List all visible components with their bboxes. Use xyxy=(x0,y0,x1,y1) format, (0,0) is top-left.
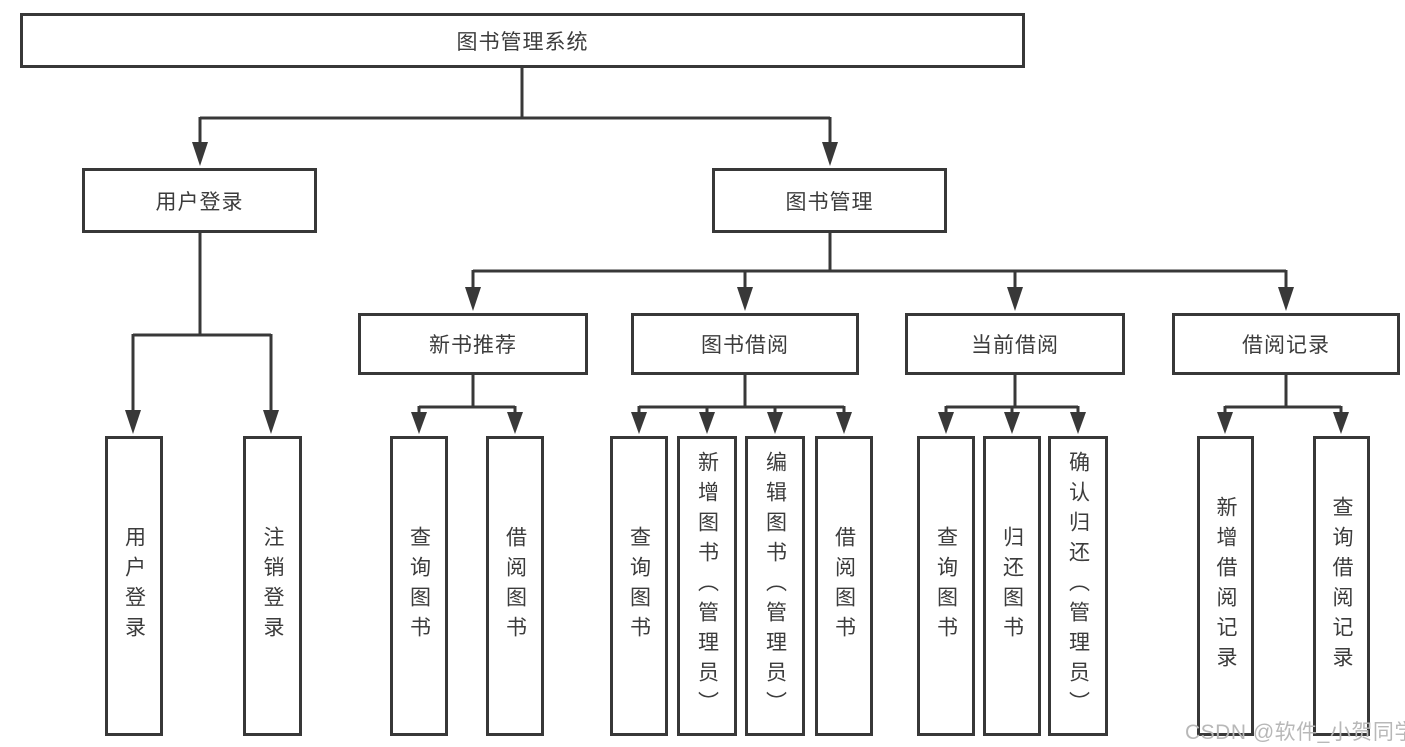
leaf-edit-book-admin-label: 编辑图书（管理员） xyxy=(763,451,787,721)
node-borrow-records: 借阅记录 xyxy=(1172,313,1400,375)
leaf-add-book-admin: 新增图书（管理员） xyxy=(677,436,737,736)
leaf-return-book: 归还图书 xyxy=(983,436,1041,736)
node-user-login: 用户登录 xyxy=(82,168,317,233)
leaf-add-book-admin-label: 新增图书（管理员） xyxy=(695,451,719,721)
node-new-book-recommend-label: 新书推荐 xyxy=(429,334,517,357)
leaf-borrow-books-borrow-label: 借阅图书 xyxy=(832,526,856,646)
leaf-query-books-newbook: 查询图书 xyxy=(390,436,448,736)
leaf-query-books-borrow: 查询图书 xyxy=(610,436,668,736)
leaf-return-book-label: 归还图书 xyxy=(1000,526,1024,646)
leaf-confirm-return-admin-label: 确认归还（管理员） xyxy=(1066,451,1090,721)
node-book-borrow-label: 图书借阅 xyxy=(701,334,789,357)
node-book-borrow: 图书借阅 xyxy=(631,313,859,375)
node-new-book-recommend: 新书推荐 xyxy=(358,313,588,375)
leaf-query-books-borrow-label: 查询图书 xyxy=(627,526,651,646)
leaf-confirm-return-admin: 确认归还（管理员） xyxy=(1048,436,1108,736)
leaf-borrow-books-newbook: 借阅图书 xyxy=(486,436,544,736)
csdn-watermark: CSDN @软件_小贺同学 xyxy=(1185,721,1405,744)
leaf-logout: 注销登录 xyxy=(243,436,302,736)
leaf-query-borrow-record: 查询借阅记录 xyxy=(1313,436,1370,736)
node-book-management: 图书管理 xyxy=(712,168,947,233)
node-borrow-records-label: 借阅记录 xyxy=(1242,334,1330,357)
leaf-user-login-label: 用户登录 xyxy=(122,526,146,646)
leaf-borrow-books-borrow: 借阅图书 xyxy=(815,436,873,736)
node-user-login-label: 用户登录 xyxy=(155,190,244,214)
node-current-borrow-label: 当前借阅 xyxy=(971,334,1059,357)
leaf-add-borrow-record-label: 新增借阅记录 xyxy=(1214,496,1237,676)
node-book-management-label: 图书管理 xyxy=(785,190,874,214)
leaf-borrow-books-newbook-label: 借阅图书 xyxy=(503,526,527,646)
leaf-edit-book-admin: 编辑图书（管理员） xyxy=(745,436,805,736)
leaf-logout-label: 注销登录 xyxy=(261,526,284,646)
leaf-query-books-current: 查询图书 xyxy=(917,436,975,736)
node-root-label: 图书管理系统 xyxy=(456,30,589,54)
leaf-query-books-newbook-label: 查询图书 xyxy=(407,526,431,646)
node-root: 图书管理系统 xyxy=(20,13,1025,68)
leaf-user-login: 用户登录 xyxy=(105,436,163,736)
node-current-borrow: 当前借阅 xyxy=(905,313,1125,375)
leaf-query-books-current-label: 查询图书 xyxy=(934,526,958,646)
leaf-query-borrow-record-label: 查询借阅记录 xyxy=(1330,496,1353,676)
arrowheads xyxy=(125,142,1349,434)
leaf-add-borrow-record: 新增借阅记录 xyxy=(1197,436,1254,736)
